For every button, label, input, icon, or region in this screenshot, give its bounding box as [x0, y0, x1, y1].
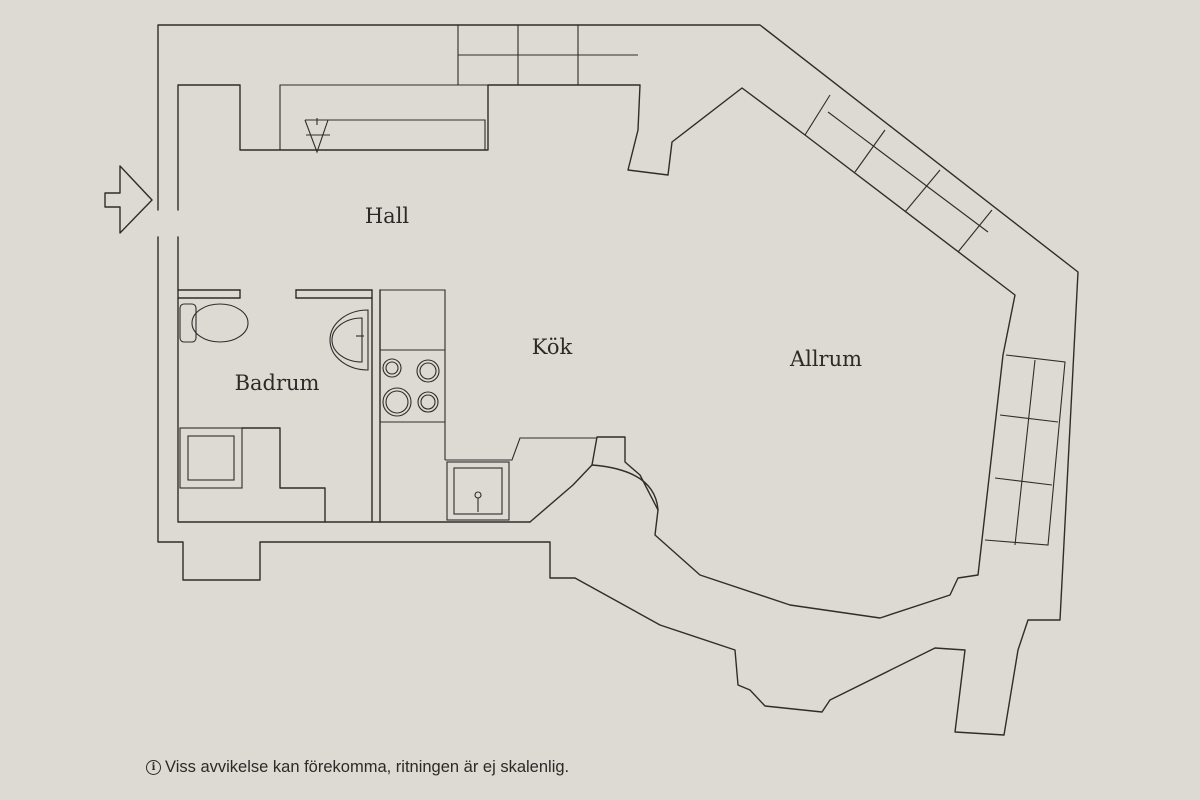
bathroom-sink-icon — [329, 309, 369, 371]
top-window-shelf — [457, 25, 638, 85]
shower-icon — [179, 427, 243, 489]
hall-storage — [279, 84, 488, 154]
info-circle-icon: i — [146, 760, 161, 775]
room-label-badrum: Badrum — [234, 371, 320, 395]
toilet-icon — [179, 303, 249, 343]
disclaimer-text: Viss avvikelse kan förekomma, ritningen … — [165, 758, 570, 776]
stove-icon — [382, 358, 440, 417]
bathroom-walls — [177, 289, 381, 523]
room-label-allrum: Allrum — [789, 347, 863, 371]
outer-walls — [157, 24, 1079, 736]
disclaimer-note: i Viss avvikelse kan förekomma, ritninge… — [146, 758, 569, 777]
kitchen-counter — [380, 289, 597, 461]
entrance-arrow-icon — [104, 165, 153, 234]
living-room-arc — [591, 464, 659, 511]
room-label-kok: Kök — [531, 335, 573, 359]
kitchen-sink-icon — [446, 461, 510, 521]
diagonal-window — [804, 94, 993, 253]
room-label-hall: Hall — [364, 204, 410, 228]
right-window — [984, 354, 1066, 546]
